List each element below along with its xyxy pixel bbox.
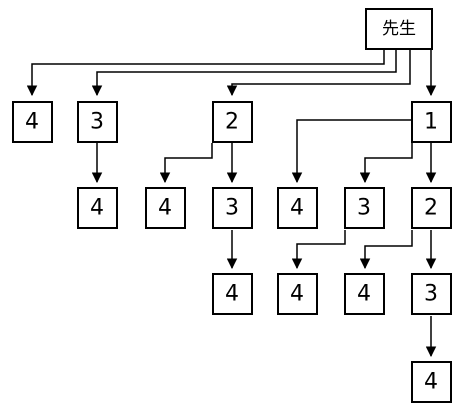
node-label: 4 xyxy=(158,196,172,221)
node-label: 1 xyxy=(424,110,438,135)
node-n4h: 4 xyxy=(411,361,452,403)
node-label: 2 xyxy=(225,110,239,135)
node-n3a: 3 xyxy=(77,101,118,143)
node-n4a: 4 xyxy=(12,101,53,143)
edge-n2a-to-n4c xyxy=(159,143,213,184)
node-label: 4 xyxy=(424,370,438,395)
node-label: 4 xyxy=(225,282,239,307)
node-n2a: 2 xyxy=(212,101,253,143)
node-n3d: 3 xyxy=(411,273,452,315)
node-label: 3 xyxy=(424,282,438,307)
edge-n2b-to-n4g xyxy=(359,230,413,270)
node-label: 4 xyxy=(290,196,304,221)
node-n1: 1 xyxy=(411,101,452,143)
edge-root-to-n2a xyxy=(226,49,411,97)
node-n4b: 4 xyxy=(77,187,118,229)
node-n4e: 4 xyxy=(212,273,253,315)
node-label: 3 xyxy=(357,196,371,221)
node-n4d: 4 xyxy=(277,187,318,229)
node-label: 4 xyxy=(290,282,304,307)
edge-n1-to-n3c xyxy=(359,140,413,184)
node-n4f: 4 xyxy=(277,273,318,315)
node-root-teacher: 先生 xyxy=(365,8,433,50)
node-label: 3 xyxy=(225,196,239,221)
node-n3b: 3 xyxy=(212,187,253,229)
node-label: 3 xyxy=(90,110,104,135)
edge-n3c-to-n4f xyxy=(291,230,346,270)
node-label: 4 xyxy=(90,196,104,221)
node-label: 4 xyxy=(25,110,39,135)
node-n3c: 3 xyxy=(344,187,385,229)
node-n2b: 2 xyxy=(411,187,452,229)
edge-root-to-n4a xyxy=(26,49,385,97)
edges xyxy=(26,49,437,358)
node-label: 4 xyxy=(357,282,371,307)
edge-root-to-n3a xyxy=(91,49,397,97)
edge-n1-to-n4d xyxy=(291,119,412,184)
node-root-label: 先生 xyxy=(382,19,416,39)
node-label: 2 xyxy=(424,196,438,221)
node-n4c: 4 xyxy=(145,187,186,229)
node-n4g: 4 xyxy=(344,273,385,315)
